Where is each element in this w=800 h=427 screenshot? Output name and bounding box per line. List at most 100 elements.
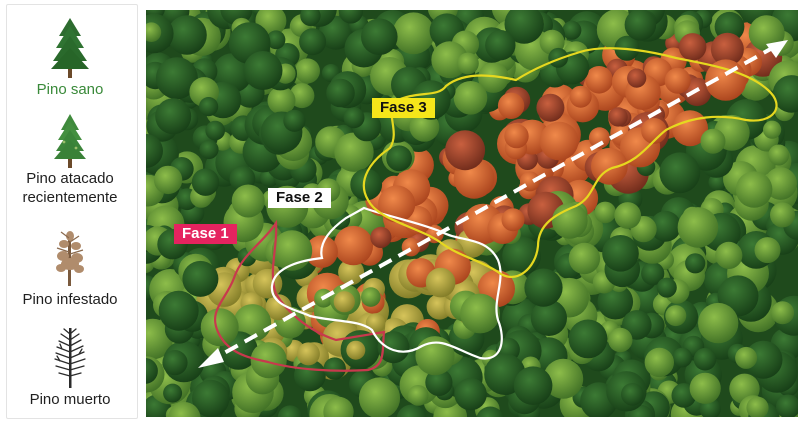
tree-crown	[614, 202, 642, 229]
infested-pine-icon	[56, 231, 84, 286]
legend-item-recently-attacked-pine: Pino atacado recientemente	[0, 112, 140, 207]
tree-crown	[460, 293, 500, 334]
tree-crown	[608, 107, 628, 127]
tree-crown	[163, 383, 183, 403]
tree-crown	[296, 342, 320, 366]
tree-crown	[543, 358, 584, 399]
tree-crown	[358, 377, 401, 417]
tree-crown	[199, 97, 219, 117]
tree-crown	[350, 168, 383, 201]
tree-crown	[568, 319, 608, 359]
tree-crown	[192, 379, 230, 417]
tree-crown	[392, 12, 435, 55]
legend-item-infested-pine: Pino infestado	[0, 226, 140, 309]
tree-crown	[146, 357, 158, 384]
tree-crown	[700, 128, 726, 154]
phase-3-label: Fase 3	[372, 98, 435, 118]
tree-crown	[621, 383, 644, 406]
tree-crown	[776, 394, 798, 417]
phase-2-text: Fase 2	[276, 189, 323, 206]
tree-crown	[746, 396, 769, 417]
tree-crown	[453, 81, 488, 115]
legend-label-recently-attacked: Pino atacado recientemente	[22, 170, 118, 206]
tree-crown	[377, 331, 410, 364]
tree-crown	[334, 132, 374, 172]
legend-label-healthy: Pino sano	[36, 81, 104, 98]
tree-crown	[650, 210, 681, 242]
tree-crown	[155, 57, 198, 100]
tree-crown	[167, 15, 207, 55]
tree-crown	[199, 139, 219, 160]
tree-crown	[407, 385, 429, 406]
tree-crown	[425, 368, 453, 396]
tree-crown	[323, 357, 346, 380]
tree-crown	[763, 120, 782, 139]
tree-crown	[338, 10, 363, 24]
tree-crown	[153, 165, 183, 195]
tree-crown	[361, 287, 381, 307]
tree-crown	[664, 67, 691, 94]
tree-crown	[685, 253, 706, 274]
tree-crown	[346, 340, 366, 360]
legend-frame	[6, 4, 138, 419]
phase-2-label: Fase 2	[268, 188, 331, 208]
tree-crown	[266, 30, 286, 50]
tree-crown	[591, 147, 628, 185]
tree-crown	[678, 33, 707, 61]
tree-crown	[478, 62, 509, 93]
phase-3-text: Fase 3	[380, 99, 427, 116]
legend-label-dead: Pino muerto	[29, 391, 111, 408]
tree-crown	[708, 173, 728, 192]
tree-crown	[504, 123, 529, 149]
aerial-forest-photo: Fase 1 Fase 2 Fase 3	[146, 10, 798, 417]
tree-crown	[168, 402, 201, 417]
tree-crown	[735, 346, 758, 369]
tree-crown	[182, 260, 219, 297]
tree-crown	[548, 47, 569, 68]
tree-crown	[536, 93, 565, 122]
tree-crown	[641, 262, 665, 286]
tree-crown	[365, 313, 386, 333]
tree-crown	[338, 259, 365, 286]
tree-crown	[343, 107, 365, 129]
tree-crown	[501, 208, 525, 232]
recently-attacked-pine-icon	[54, 114, 86, 168]
tree-crown	[370, 226, 392, 248]
tree-crown	[231, 184, 265, 218]
tree-crown	[627, 68, 647, 88]
tree-crown	[602, 235, 639, 272]
tree-crown	[764, 167, 797, 200]
tree-crown	[539, 121, 579, 161]
tree-crown	[277, 405, 303, 417]
tree-crown	[585, 66, 613, 94]
tree-crown	[485, 30, 516, 61]
phase-3-outline	[362, 47, 778, 278]
tree-crown	[326, 78, 355, 108]
tree-crown	[665, 305, 687, 327]
tree-crown	[457, 52, 479, 75]
tree-crown	[644, 347, 674, 378]
tree-crown	[191, 168, 220, 196]
phase-1-text: Fase 1	[182, 225, 229, 242]
tree-crown	[250, 342, 287, 379]
tree-crown	[562, 20, 582, 40]
tree-crown	[333, 225, 374, 266]
legend-label-infested: Pino infestado	[22, 291, 118, 308]
dead-pine-icon	[54, 328, 86, 388]
tree-crown	[476, 406, 504, 417]
tree-crown	[744, 340, 783, 379]
tree-crown	[504, 10, 544, 44]
tree-crown	[641, 118, 667, 144]
tree-crown	[295, 58, 320, 84]
tree-crown	[754, 237, 781, 264]
legend-item-healthy-pine: Pino sano	[0, 16, 140, 99]
tree-crown	[146, 22, 162, 42]
tree-crown	[677, 207, 719, 248]
tree-crown	[200, 308, 239, 347]
tree-crown	[771, 301, 795, 325]
tree-crown	[386, 145, 412, 172]
tree-crown	[162, 350, 188, 376]
tree-crown	[608, 327, 633, 353]
phase-1-label: Fase 1	[174, 224, 237, 244]
tree-crown	[588, 127, 611, 149]
